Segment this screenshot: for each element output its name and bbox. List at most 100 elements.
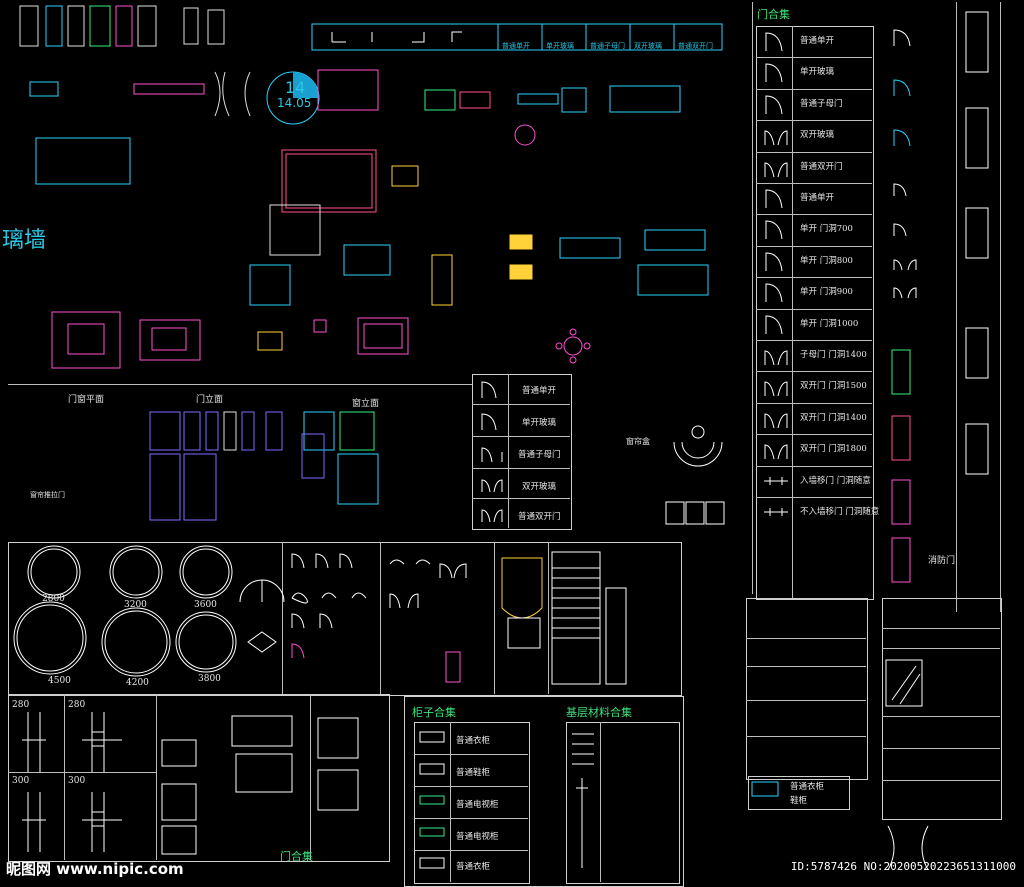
post-size-2: 280 <box>68 700 86 710</box>
door-swing-grid <box>291 553 467 683</box>
post-details <box>22 712 122 852</box>
bottom-curtain-icon <box>887 825 929 871</box>
cabinet-5: 普通衣柜 <box>456 862 491 872</box>
strip-label-1: 普通单开 <box>502 42 530 50</box>
post-size-1: 280 <box>12 700 30 710</box>
material-details <box>572 733 594 868</box>
window-elevation-panels <box>161 715 359 855</box>
round-plan-grid <box>8 542 682 696</box>
door-list-item: 普通单开 <box>800 36 835 46</box>
post-size-3: 300 <box>12 776 30 786</box>
door-elevations <box>149 411 379 521</box>
glass-hatch-icon <box>885 659 923 707</box>
door-list-item: 子母门 门洞1400 <box>800 350 867 360</box>
door-swing-icon <box>764 444 788 460</box>
cabinet-title: 柜子合集 <box>412 706 456 719</box>
door-swing-icon <box>765 283 783 303</box>
far-right-door-elevations <box>965 11 989 475</box>
post-size-4: 300 <box>68 776 86 786</box>
pink-frame <box>281 149 377 213</box>
clock-icon <box>266 71 320 125</box>
door-swing-icon <box>765 32 783 52</box>
cabinet-table <box>414 722 530 884</box>
mid-door-5: 普通双开门 <box>518 512 561 522</box>
door-swing-icon <box>764 413 788 429</box>
door-list-item: 不入墙移门 门洞随意 <box>800 507 880 517</box>
door-swing-icon <box>764 350 788 366</box>
mini-cabinet-table <box>748 776 850 810</box>
door-swing-icon <box>765 95 783 115</box>
small-detail-table <box>746 598 868 780</box>
door-list-item: 双开玻璃 <box>800 130 835 140</box>
cabinet-4: 普通电视柜 <box>456 832 499 842</box>
door-swing-icon <box>765 63 783 83</box>
door-list-item: 普通单开 <box>800 193 835 203</box>
image-id: ID:5787426 NO:20200520223651311000 <box>790 860 1016 873</box>
divider <box>8 384 472 385</box>
door-list-item: 普通子母门 <box>800 99 843 109</box>
curtain-icon <box>214 71 251 117</box>
door-list-title: 门合集 <box>757 8 790 21</box>
door-swing-icon <box>764 508 788 516</box>
door-swing-icon <box>765 315 783 335</box>
round-size-5: 4200 <box>126 678 149 688</box>
door-list-item: 单开 门洞700 <box>800 224 853 234</box>
round-sofa-icon <box>673 425 723 467</box>
round-table-icon <box>555 328 591 364</box>
round-rooms <box>13 545 285 677</box>
door-swing-icon <box>765 252 783 272</box>
right-material-table <box>882 598 1002 820</box>
cabinet-icon <box>751 781 779 797</box>
glass-wall-label: 璃墙 <box>2 228 47 253</box>
fire-door-label: 消防门 <box>928 556 956 566</box>
clock-date: 14.05 <box>277 96 312 110</box>
mid-door-1: 普通单开 <box>522 386 557 396</box>
door-list-item: 双开门 门洞1400 <box>800 413 867 423</box>
door-elev-label: 门立面 <box>196 395 224 405</box>
strip-label-4: 双开玻璃 <box>634 42 662 50</box>
door-list-item: 单开 门洞800 <box>800 256 853 266</box>
wardrobe-icons <box>665 501 725 525</box>
round-size-1: 2800 <box>42 594 65 604</box>
label-sliding: 窗帘推拉门 <box>30 491 65 499</box>
door-swing-icon <box>764 381 788 397</box>
curtain-label: 窗帘盒 <box>626 437 650 446</box>
door-swing-icon <box>764 130 788 146</box>
cabinet-1: 普通衣柜 <box>456 736 491 746</box>
round-size-3: 3600 <box>194 600 217 610</box>
base-material-table <box>566 722 680 884</box>
round-size-4: 4500 <box>48 676 71 686</box>
cabinet-icons <box>419 731 445 869</box>
door-swing-icon <box>765 189 783 209</box>
mini-table-1: 普通衣柜 <box>790 782 825 792</box>
furniture-scatter <box>29 69 709 306</box>
door-list-item: 普通双开门 <box>800 162 843 172</box>
door-list-item: 单开 门洞1000 <box>800 319 859 329</box>
door-swing-icon <box>764 477 788 485</box>
clock-day: 14 <box>285 78 306 97</box>
cabinet-3: 普通电视柜 <box>456 800 499 810</box>
living-room-plans <box>51 311 409 369</box>
door-list-item: 双开门 门洞1500 <box>800 381 867 391</box>
door-plan-label: 门窗平面 <box>68 395 105 405</box>
door-list-item: 单开 门洞900 <box>800 287 853 297</box>
elevator-stairs <box>501 551 627 685</box>
cabinet-2: 普通鞋柜 <box>456 768 491 778</box>
door-list-item: 单开玻璃 <box>800 67 835 77</box>
door-swing-icon <box>764 162 788 178</box>
mid-door-2: 单开玻璃 <box>522 418 557 428</box>
top-door-strip <box>311 23 723 51</box>
round-size-2: 3200 <box>124 600 147 610</box>
strip-label-2: 单开玻璃 <box>546 42 574 50</box>
post-window-grid <box>8 694 390 862</box>
watermark: 昵图网 www.nipic.com <box>6 860 184 878</box>
strip-label-3: 普通子母门 <box>590 42 625 50</box>
door-swing-icon <box>765 220 783 240</box>
mid-door-4: 双开玻璃 <box>522 482 557 492</box>
window-elev-label: 窗立面 <box>352 399 380 409</box>
mid-door-3: 普通子母门 <box>518 450 561 460</box>
strip-label-5: 普通双开门 <box>678 42 713 50</box>
mid-door-swing-icons <box>481 381 503 523</box>
base-material-title: 基层材料合集 <box>566 706 632 719</box>
right-door-icons <box>891 29 917 583</box>
